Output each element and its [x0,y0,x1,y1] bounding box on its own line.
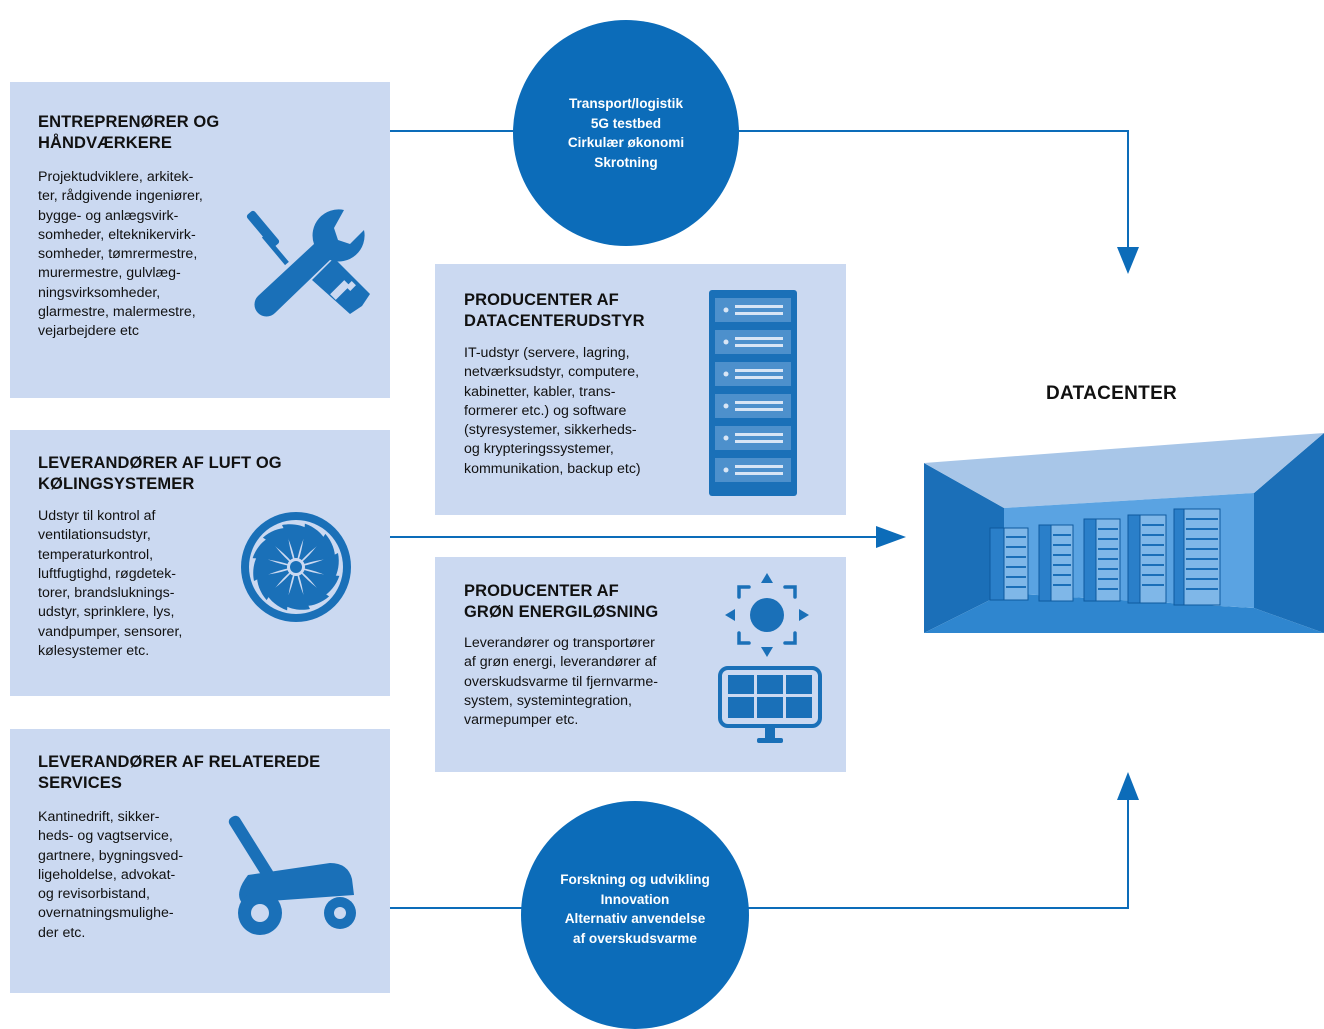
solar-panel-icon [718,666,822,743]
server-rack-icon [709,290,797,496]
circle-top-line-2: 5G testbed [590,115,662,131]
top-arrowhead [1117,247,1139,274]
box-groen-energi: PRODUCENTER AF GRØN ENERGILØSNING Levera… [435,557,846,772]
box-luft-koeling: LEVERANDØRER AF LUFT OG KØLINGSYSTEMER U… [10,430,390,696]
top-connector-line [390,130,1129,252]
lawnmower-icon [228,815,356,935]
box-datacenterudstyr-title: PRODUCENTER AF DATACENTERUDSTYR [464,291,645,330]
datacenter-title: DATACENTER [1046,383,1178,404]
box-relaterede-services-title: LEVERANDØRER AF RELATEREDE SERVICES [38,753,321,792]
circle-bottom-line-2: Innovation [600,891,670,907]
wrench-screwdriver-icon [246,209,370,317]
middle-arrowhead [876,526,906,548]
box-datacenterudstyr-body: IT-udstyr (servere, lagring, netværksuds… [464,345,641,477]
circle-top-line-3: Cirkulær økonomi [567,135,685,150]
box-relaterede-services: LEVERANDØRER AF RELATEREDE SERVICES Kant… [10,729,390,993]
circle-top: Transport/logistik 5G testbed Cirkulær ø… [513,20,739,246]
datacenter-hall-icon [924,433,1324,633]
circle-top-line-1: Transport/logistik [568,96,684,111]
box-luft-koeling-body: Udstyr til kontrol af ventilationsudstyr… [38,508,183,660]
circle-bottom: Forskning og udvikling Innovation Altern… [521,801,749,1029]
sun-icon [725,573,809,657]
box-datacenterudstyr: PRODUCENTER AF DATACENTERUDSTYR IT-udsty… [435,264,846,515]
circle-top-line-4: Skrotning [594,154,658,170]
circle-bottom-line-1: Forskning og udvikling [560,872,710,887]
box-groen-energi-title: PRODUCENTER AF GRØN ENERGILØSNING [464,582,659,621]
box-groen-energi-body: Leverandører og transportører af grøn en… [464,635,658,729]
box-entreprenoerer-body: Projektudviklere, arkitek- ter, rådgiven… [38,169,203,340]
circle-bottom-line-4: af overskudsvarme [573,930,697,946]
circle-bottom-line-3: Alternativ anvendelse [564,911,706,926]
box-entreprenoerer-title: ENTREPRENØRER OG HÅNDVÆRKERE [38,113,220,152]
bottom-arrowhead [1117,772,1139,800]
box-relaterede-services-body: Kantinedrift, sikker- heds- og vagtservi… [38,809,184,941]
box-entreprenoerer: ENTREPRENØRER OG HÅNDVÆRKERE Projektudvi… [10,82,390,398]
fan-icon [241,512,351,622]
bottom-connector-line [390,794,1129,909]
box-luft-koeling-title: LEVERANDØRER AF LUFT OG KØLINGSYSTEMER [38,454,282,493]
